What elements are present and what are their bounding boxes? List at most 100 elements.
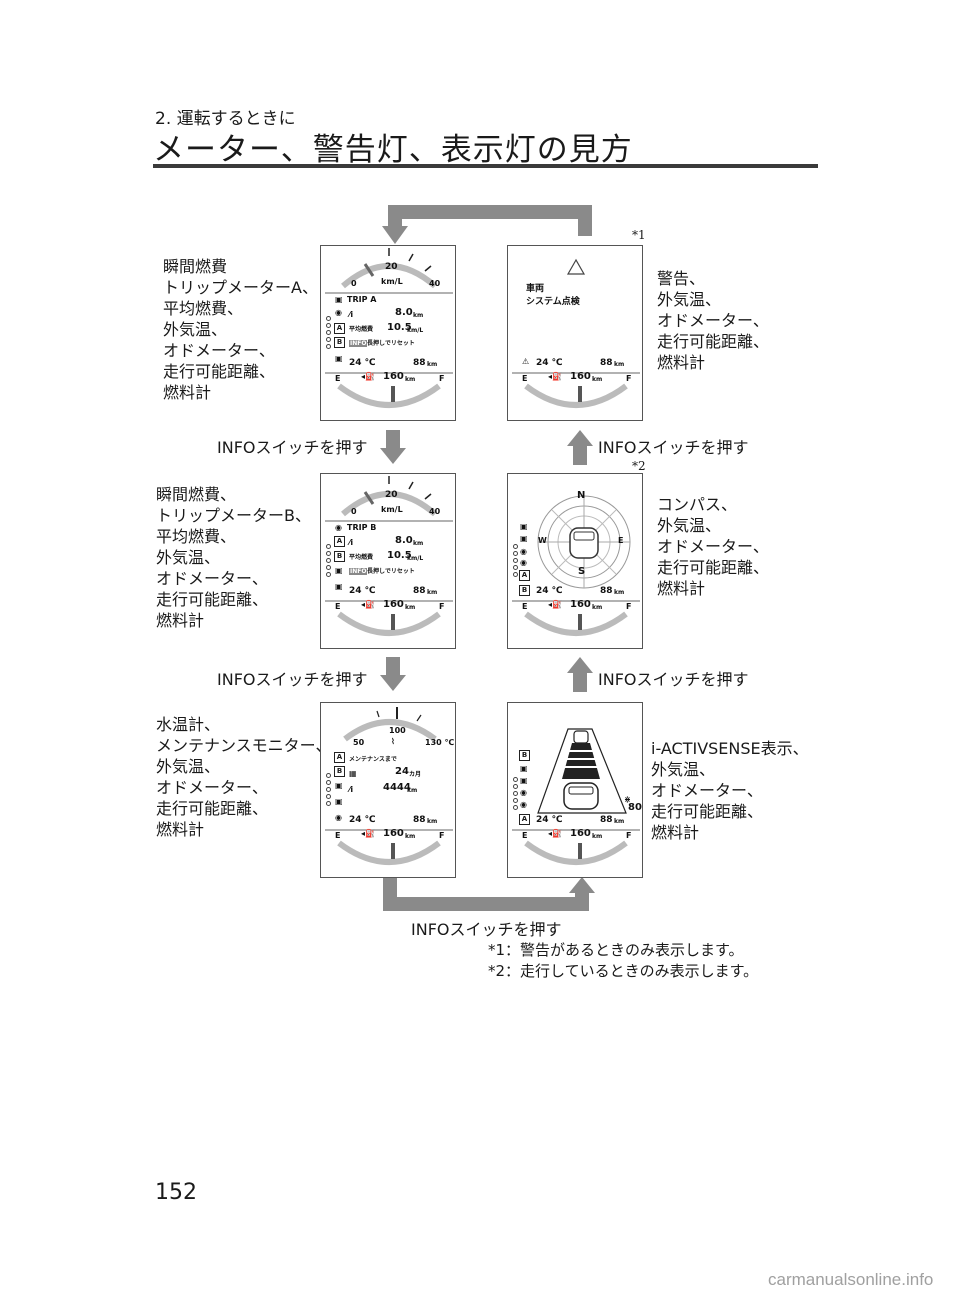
compass-w: W <box>538 536 547 545</box>
odometer-unit: km <box>427 818 438 825</box>
trip-label: TRIP A <box>347 295 377 304</box>
car-icon: ▣ <box>520 764 528 773</box>
warning-line-1: 車両 <box>526 284 545 294</box>
icon-a: A <box>334 752 345 763</box>
odometer: 88 <box>413 586 426 596</box>
range-unit: km <box>405 604 416 611</box>
compass-n: N <box>577 490 586 501</box>
reset-hint: 長押しでリセット <box>367 568 415 575</box>
odometer-unit: km <box>614 589 625 596</box>
icon-b: B <box>334 551 345 562</box>
car-icon: ▣ <box>335 781 343 790</box>
gauge-icon: ⁄i <box>349 538 354 547</box>
odometer: 88 <box>413 815 426 825</box>
outside-temp: 24 ℃ <box>536 586 563 596</box>
scale-max: 130 ℃ <box>425 738 455 747</box>
scale-min: 0 <box>351 507 357 516</box>
range-unit: km <box>405 376 416 383</box>
arrow-top-head <box>382 226 408 244</box>
gauge-icon: ⁄i <box>349 310 354 319</box>
coolant-icon: ⌇ <box>391 737 395 746</box>
months-value: 24 <box>395 766 409 777</box>
range-value: 160 <box>383 599 404 610</box>
range-value: 160 <box>570 828 591 839</box>
warning-triangle-icon: ⚠ <box>522 357 530 366</box>
avg-label: 平均燃費 <box>349 326 374 333</box>
calendar-icon: ▦ <box>349 769 357 778</box>
page-dots <box>513 777 518 812</box>
desc-compass: コンパス、 外気温、 オドメーター、 走行可能距離、 燃料計 <box>657 495 770 598</box>
panel-activsense: B ▣ ▣ ◉ ◉ ⋇ 80 A 24 ℃ 88 km E ◂⛽ 160 km … <box>507 702 643 878</box>
compass-s: S <box>578 566 586 577</box>
arrow-left-down-2 <box>380 675 406 691</box>
watermark: carmanualsonline.info <box>768 1270 934 1289</box>
icon-b: B <box>334 766 345 777</box>
panel-compass-rose <box>512 495 640 636</box>
range-value: 160 <box>383 828 404 839</box>
arrow-bottom-head <box>569 877 595 893</box>
panel-trip-b: 20 0 km/L 40 ◉ TRIP B A ⁄i 8.0 km B 平均燃費… <box>320 473 456 649</box>
fuel-f: F <box>439 831 445 840</box>
panel-maintenance-gauges <box>325 707 453 865</box>
fuel-f: F <box>626 602 632 611</box>
odometer: 88 <box>600 815 613 825</box>
range-unit: km <box>592 376 603 383</box>
months-unit: カ月 <box>409 771 422 778</box>
fuel-e: E <box>335 374 341 383</box>
panel-warning-gauges <box>512 258 640 408</box>
fuel-pump-icon: ◂⛽ <box>548 829 562 838</box>
desc-activsense: i-ACTIVSENSE表示、 外気温、 オドメーター、 走行可能距離、 燃料計 <box>651 739 809 842</box>
icon-b: B <box>334 337 345 348</box>
panel-maintenance: 100 50 ⌇ 130 ℃ A メンテナンスまで B ▦ 24 カ月 ▣ ⁄i… <box>320 702 456 878</box>
note-marker-2: *2 <box>632 459 646 473</box>
desc-trip-a: 瞬間燃費 トリップメーターA、 平均燃費、 外気温、 オドメーター、 走行可能距… <box>163 257 318 402</box>
switch-label-right-1: INFOスイッチを押す <box>598 438 749 457</box>
avg-unit: km/L <box>407 327 424 334</box>
icon-b: B <box>519 750 530 761</box>
fuel-e: E <box>522 374 528 383</box>
range-unit: km <box>405 833 416 840</box>
chapter-heading: 2. 運転するときに <box>155 109 296 129</box>
page-dots <box>326 316 331 351</box>
avg-value: 10.5 <box>387 322 412 333</box>
drop-icon: ◉ <box>335 308 342 317</box>
avg-unit: km/L <box>407 555 424 562</box>
drop-icon-2: ◉ <box>520 800 527 809</box>
switch-label-left-2: INFOスイッチを押す <box>217 670 368 689</box>
car-icon-2: ▣ <box>335 354 343 363</box>
odometer-unit: km <box>427 589 438 596</box>
switch-label-bottom: INFOスイッチを押す <box>411 920 562 939</box>
page-number: 152 <box>155 1180 197 1205</box>
odometer-unit: km <box>614 361 625 368</box>
panel-trip-a-gauges <box>325 248 453 408</box>
range-unit: km <box>592 833 603 840</box>
odometer: 88 <box>600 586 613 596</box>
title-rule <box>153 164 818 168</box>
reset-hint: 長押しでリセット <box>367 340 415 347</box>
arrow-left-down-1 <box>380 448 406 464</box>
outside-temp: 24 ℃ <box>349 586 376 596</box>
footnote-2: *2：走行しているときのみ表示します。 <box>488 962 759 980</box>
outside-temp: 24 ℃ <box>349 815 376 825</box>
icon-a: A <box>519 570 530 581</box>
page-dots <box>326 544 331 579</box>
panel-activsense-road <box>512 728 640 865</box>
fuel-pump-icon: ◂⛽ <box>361 372 375 381</box>
unit-label: km/L <box>381 505 403 514</box>
fuel-e: E <box>335 831 341 840</box>
icon-a: A <box>519 814 530 825</box>
distance-unit: km <box>407 787 418 794</box>
desc-maintenance: 水温計、 メンテナンスモニター、 外気温、 オドメーター、 走行可能距離、 燃料… <box>156 715 332 839</box>
fuel-f: F <box>439 374 445 383</box>
scale-mid: 20 <box>385 490 398 500</box>
maintenance-heading: メンテナンスまで <box>349 756 397 763</box>
info-tag: INFO <box>349 568 368 575</box>
fuel-f: F <box>439 602 445 611</box>
scale-mid: 20 <box>385 262 398 272</box>
fuel-f: F <box>626 831 632 840</box>
scale-min: 0 <box>351 279 357 288</box>
drop-icon-2: ◉ <box>520 558 527 567</box>
radar-icon: ⋇ <box>624 795 631 804</box>
warning-line-2: システム点検 <box>526 297 580 307</box>
